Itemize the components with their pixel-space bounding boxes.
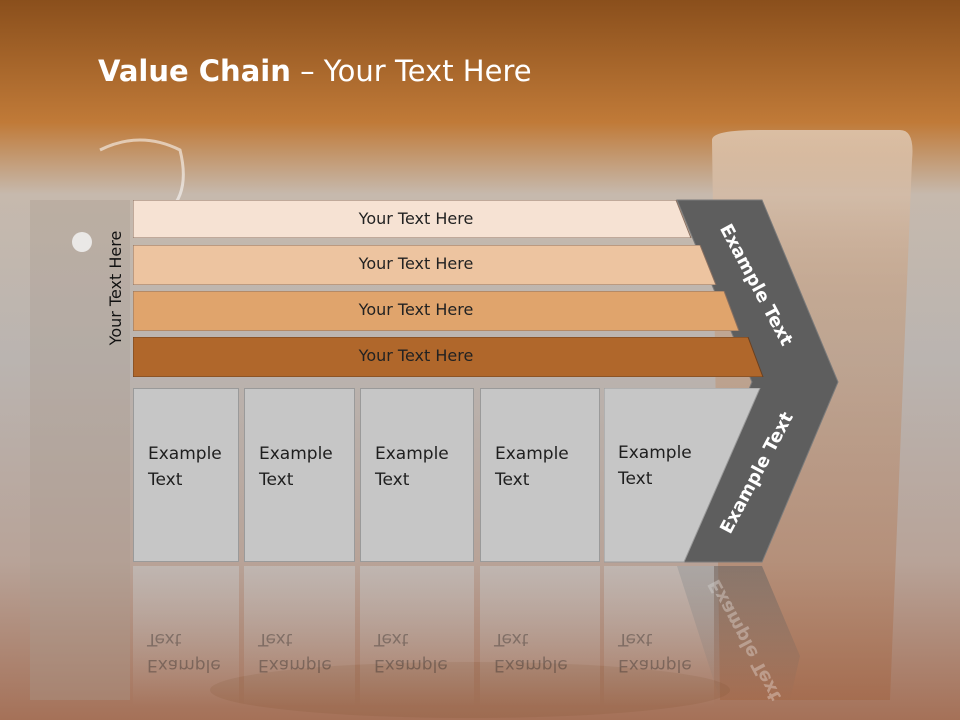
bar-2-label: Your Text Here — [358, 254, 474, 273]
activity-box-4-label: Example Text — [495, 444, 569, 490]
activity-box-1-label: Example Text — [148, 444, 222, 490]
bar-2-shape — [133, 245, 717, 285]
activity-box-4: Example Text — [480, 388, 600, 562]
bar-4: Your Text Here — [133, 337, 765, 377]
activity-box-5-shape — [604, 388, 761, 563]
activity-box-2-label: Example Text — [259, 444, 333, 490]
activity-box-2-reflection: Example Text — [244, 566, 355, 706]
activity-box-5-label: Example Text — [618, 443, 692, 489]
title-rest: – Your Text Here — [290, 54, 532, 88]
bar-1-label: Your Text Here — [358, 209, 474, 228]
bar-1-shape — [133, 200, 692, 238]
bar-4-label: Your Text Here — [358, 346, 474, 365]
activity-box-5: Example Text — [604, 388, 754, 562]
activity-box-1-reflection: Example Text — [133, 566, 239, 706]
title-bold: Value Chain — [98, 54, 291, 88]
bar-3: Your Text Here — [133, 291, 743, 331]
slide-title: Value Chain – Your Text Here — [98, 54, 532, 88]
bar-3-shape — [133, 291, 740, 331]
activity-box-3: Example Text — [360, 388, 474, 562]
activity-box-1: Example Text — [133, 388, 239, 562]
activity-box-5-reflection: Example Text — [604, 566, 714, 706]
activity-box-2: Example Text — [244, 388, 355, 562]
bar-2: Your Text Here — [133, 245, 723, 285]
activity-box-3-reflection: Example Text — [360, 566, 474, 706]
bar-1: Your Text Here — [133, 200, 699, 238]
bar-3-label: Your Text Here — [358, 300, 474, 319]
activity-box-3-label: Example Text — [375, 444, 449, 490]
bar-4-shape — [133, 337, 764, 377]
activity-box-4-reflection: Example Text — [480, 566, 600, 706]
